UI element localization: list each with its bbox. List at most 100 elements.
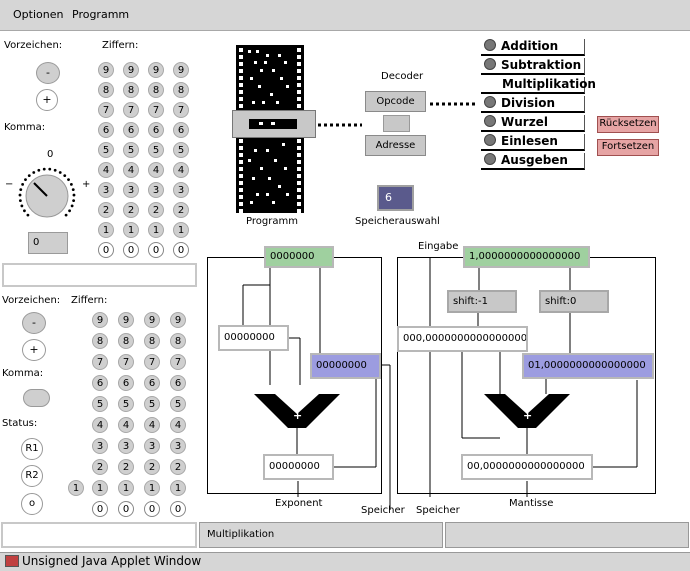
digit-button-6[interactable]: 6 [118, 375, 134, 391]
digit-button-1[interactable]: 1 [118, 480, 134, 496]
digit-button-3[interactable]: 3 [98, 182, 114, 198]
digit-button-7[interactable]: 7 [123, 102, 139, 118]
digit-button-4[interactable]: 4 [118, 417, 134, 433]
digit-button-7[interactable]: 7 [98, 102, 114, 118]
address-button[interactable]: Adresse [365, 135, 426, 156]
digit-button-3[interactable]: 3 [148, 182, 164, 198]
digit-button-2[interactable]: 2 [98, 202, 114, 218]
digit-button-6[interactable]: 6 [144, 375, 160, 391]
digit-button-9[interactable]: 9 [170, 312, 186, 328]
digit-button-1[interactable]: 1 [170, 480, 186, 496]
digit-button-6[interactable]: 6 [170, 375, 186, 391]
memory-select-value[interactable]: 6 [377, 185, 414, 211]
digit-button-7[interactable]: 7 [170, 354, 186, 370]
digit-button-4[interactable]: 4 [123, 162, 139, 178]
digit-button-8[interactable]: 8 [144, 333, 160, 349]
digit-button-0[interactable]: 0 [148, 242, 164, 258]
digit-button-4[interactable]: 4 [92, 417, 108, 433]
digit-button-9[interactable]: 9 [173, 62, 189, 78]
comma-knob[interactable] [17, 166, 77, 226]
digit-button-3[interactable]: 3 [144, 438, 160, 454]
digit-button-6[interactable]: 6 [123, 122, 139, 138]
digit-button-8[interactable]: 8 [173, 82, 189, 98]
digit-button-1[interactable]: 1 [123, 222, 139, 238]
digit-button-9[interactable]: 9 [144, 312, 160, 328]
comma-toggle-2[interactable] [23, 389, 50, 407]
digit-button-9[interactable]: 9 [92, 312, 108, 328]
digit-button-5[interactable]: 5 [123, 142, 139, 158]
digit-button-0[interactable]: 0 [92, 501, 108, 517]
digit-button-0[interactable]: 0 [98, 242, 114, 258]
digit-button-0[interactable]: 0 [123, 242, 139, 258]
minus-button-1[interactable]: - [36, 62, 60, 84]
digit-button-6[interactable]: 6 [98, 122, 114, 138]
digit-button-0[interactable]: 0 [170, 501, 186, 517]
digit-button-7[interactable]: 7 [92, 354, 108, 370]
digit-button-2[interactable]: 2 [144, 459, 160, 475]
digit-button-4[interactable]: 4 [144, 417, 160, 433]
digit-button-5[interactable]: 5 [118, 396, 134, 412]
digit-button-2[interactable]: 2 [148, 202, 164, 218]
op-output[interactable]: Ausgeben [481, 153, 585, 170]
register-r1-button[interactable]: R1 [21, 438, 43, 460]
digit-button-5[interactable]: 5 [148, 142, 164, 158]
continue-button[interactable]: Fortsetzen [597, 139, 659, 156]
digit-button-1[interactable]: 1 [92, 480, 108, 496]
digit-button-7[interactable]: 7 [148, 102, 164, 118]
op-addition[interactable]: Addition [481, 39, 585, 56]
text-field-1[interactable] [2, 263, 197, 287]
digit-button-5[interactable]: 5 [92, 396, 108, 412]
digit-button-7[interactable]: 7 [173, 102, 189, 118]
carry-digit[interactable]: 1 [68, 480, 84, 496]
digit-button-1[interactable]: 1 [148, 222, 164, 238]
digit-button-3[interactable]: 3 [170, 438, 186, 454]
digit-button-9[interactable]: 9 [98, 62, 114, 78]
digit-button-8[interactable]: 8 [92, 333, 108, 349]
plus-button-2[interactable]: + [22, 339, 46, 361]
digit-button-0[interactable]: 0 [173, 242, 189, 258]
digit-button-7[interactable]: 7 [144, 354, 160, 370]
register-o-button[interactable]: o [21, 493, 43, 515]
minus-button-2[interactable]: - [22, 312, 46, 334]
digit-button-2[interactable]: 2 [92, 459, 108, 475]
op-division[interactable]: Division [481, 96, 585, 113]
opcode-button[interactable]: Opcode [365, 91, 426, 112]
digit-button-4[interactable]: 4 [170, 417, 186, 433]
digit-button-4[interactable]: 4 [148, 162, 164, 178]
digit-button-9[interactable]: 9 [123, 62, 139, 78]
status-field-left[interactable] [1, 522, 197, 548]
op-subtraction[interactable]: Subtraktion [481, 58, 585, 75]
digit-button-2[interactable]: 2 [118, 459, 134, 475]
digit-button-3[interactable]: 3 [92, 438, 108, 454]
digit-button-2[interactable]: 2 [123, 202, 139, 218]
reset-button[interactable]: Rücksetzen [597, 116, 659, 133]
digit-button-4[interactable]: 4 [173, 162, 189, 178]
plus-button-1[interactable]: + [36, 89, 58, 111]
digit-button-1[interactable]: 1 [173, 222, 189, 238]
digit-button-8[interactable]: 8 [170, 333, 186, 349]
digit-button-2[interactable]: 2 [173, 202, 189, 218]
digit-button-9[interactable]: 9 [148, 62, 164, 78]
register-r2-button[interactable]: R2 [21, 465, 43, 487]
digit-button-8[interactable]: 8 [98, 82, 114, 98]
digit-button-7[interactable]: 7 [118, 354, 134, 370]
digit-button-6[interactable]: 6 [173, 122, 189, 138]
menu-program[interactable]: Programm [72, 8, 130, 21]
digit-button-5[interactable]: 5 [98, 142, 114, 158]
digit-button-5[interactable]: 5 [144, 396, 160, 412]
digit-button-9[interactable]: 9 [118, 312, 134, 328]
digit-button-2[interactable]: 2 [170, 459, 186, 475]
digit-button-8[interactable]: 8 [123, 82, 139, 98]
digit-button-0[interactable]: 0 [118, 501, 134, 517]
digit-button-3[interactable]: 3 [118, 438, 134, 454]
digit-button-1[interactable]: 1 [98, 222, 114, 238]
digit-button-4[interactable]: 4 [98, 162, 114, 178]
digit-button-8[interactable]: 8 [118, 333, 134, 349]
digit-button-0[interactable]: 0 [144, 501, 160, 517]
op-read[interactable]: Einlesen [481, 134, 585, 151]
menu-options[interactable]: Optionen [13, 8, 64, 21]
digit-button-3[interactable]: 3 [123, 182, 139, 198]
digit-button-3[interactable]: 3 [173, 182, 189, 198]
digit-button-8[interactable]: 8 [148, 82, 164, 98]
op-root[interactable]: Wurzel [481, 115, 585, 132]
